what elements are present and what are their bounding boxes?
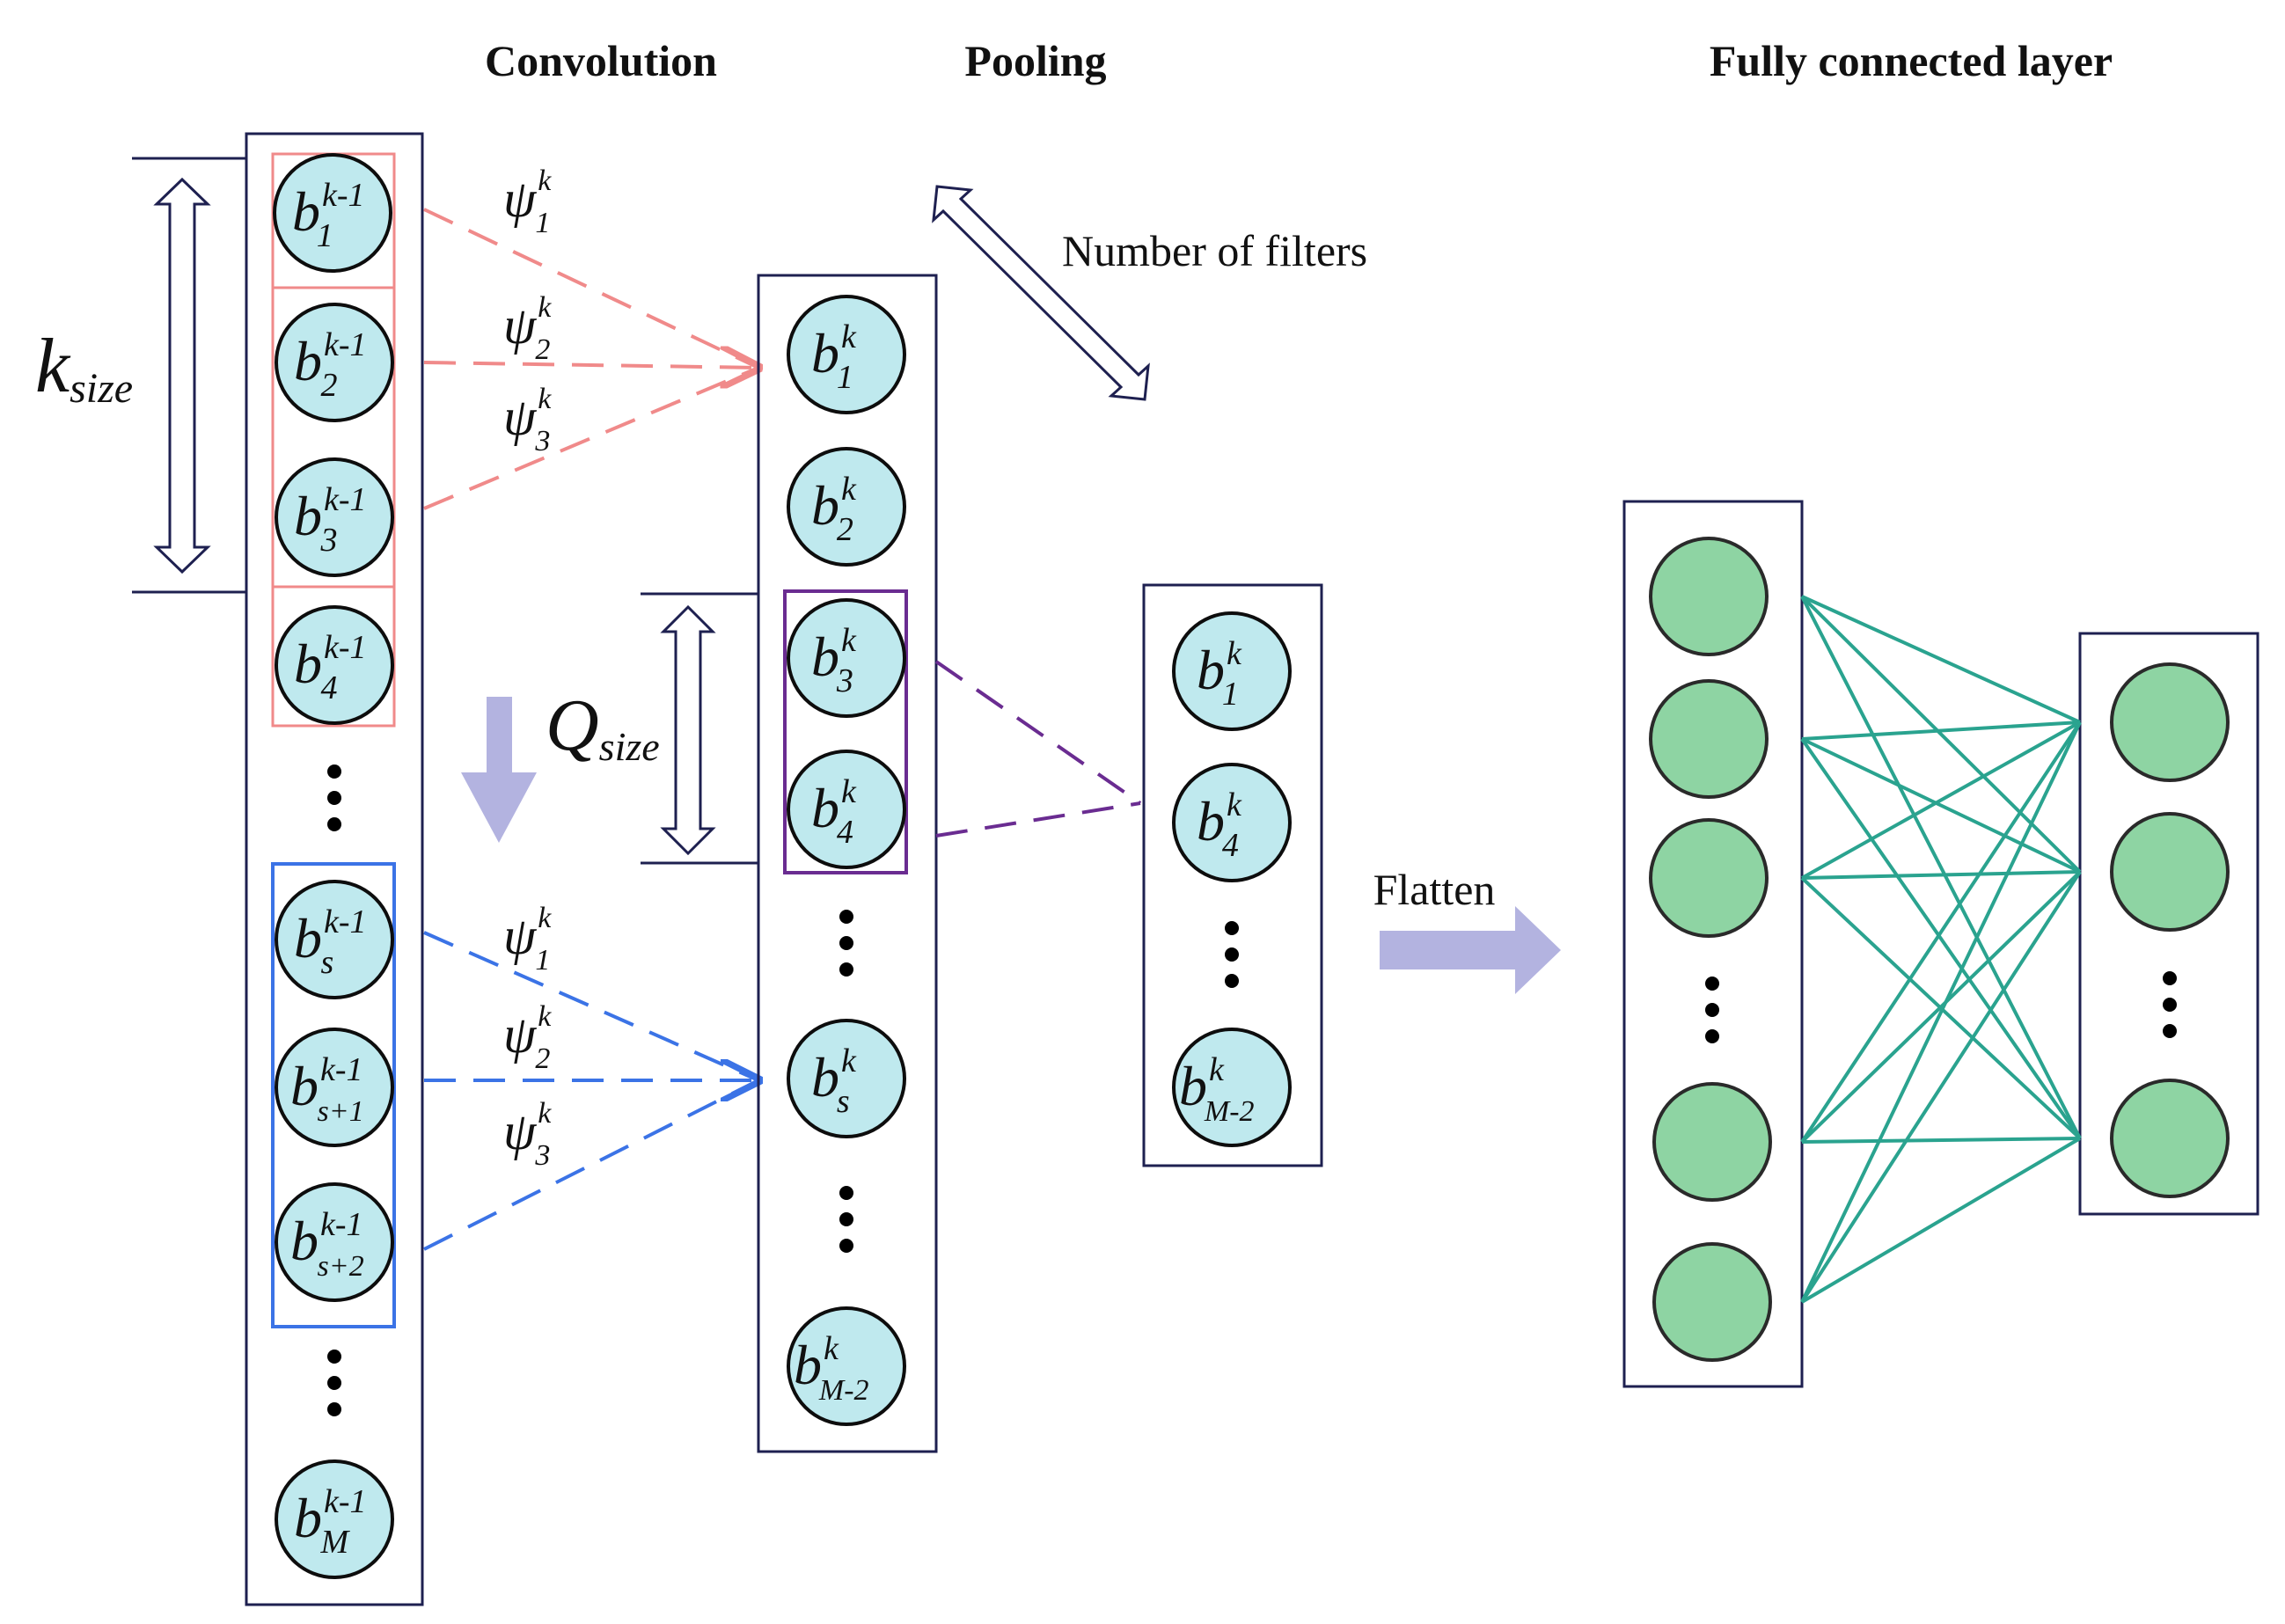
qsize-label: Qsize	[546, 684, 660, 769]
header-fully-connected: Fully connected layer	[1710, 36, 2113, 85]
svg-text:bk2: bk2	[811, 471, 857, 548]
qsize-double-arrow	[660, 604, 716, 856]
svg-text:bk-13: bk-13	[294, 481, 367, 559]
fc-edge-1-3	[1800, 596, 2082, 1139]
fc-output-node-2	[2110, 812, 2230, 932]
fc-edge-3-1	[1801, 721, 2081, 880]
svg-text:bk1: bk1	[1197, 635, 1242, 713]
stride-down-arrow	[461, 697, 537, 843]
fc-edge-5-3	[1800, 1137, 2082, 1304]
number-of-filters-arrow	[932, 185, 1150, 401]
svg-text:bk4: bk4	[1197, 786, 1242, 864]
pooling-window	[783, 589, 908, 874]
fc-edges	[1800, 595, 2082, 1304]
kernel-window-3	[271, 585, 396, 728]
kernel-window-bottom	[271, 862, 396, 1328]
fc-edge-5-1	[1800, 721, 2082, 1303]
feature-ellipsis-2	[839, 1186, 853, 1253]
flatten-arrow	[1380, 906, 1561, 994]
fc-edge-4-2	[1800, 870, 2082, 1144]
svg-text:bkM-2: bkM-2	[794, 1330, 869, 1407]
conv-ellipsis-2	[327, 1350, 341, 1416]
pool-edge-1	[934, 660, 1142, 805]
fc-edge-2-1	[1801, 721, 2081, 741]
fc-output-node-3	[2110, 1079, 2230, 1198]
conv-edge-bottom-3	[423, 1079, 759, 1251]
svg-text:bk4: bk4	[811, 773, 857, 851]
header-convolution: Convolution	[485, 36, 717, 85]
fc-output-panel	[2078, 632, 2259, 1216]
conv-input-panel	[245, 132, 424, 1606]
pool-edge-2	[935, 801, 1141, 838]
fc-input-node-5	[1652, 1242, 1772, 1362]
svg-text:bk-12: bk-12	[294, 326, 367, 404]
number-of-filters-label: Number of filters	[1062, 226, 1367, 275]
fc-input-node-4	[1652, 1082, 1772, 1202]
conv-edge-top-2	[423, 362, 758, 368]
pooled-panel	[1142, 583, 1323, 1167]
svg-text:bks: bks	[811, 1042, 857, 1120]
svg-text:bkM-2: bkM-2	[1179, 1051, 1255, 1128]
fc-edge-3-2	[1801, 870, 2081, 880]
ksize-double-arrow	[153, 177, 211, 574]
feature-ellipsis-1	[839, 910, 853, 977]
svg-text:bk1: bk1	[811, 318, 857, 396]
header-pooling: Pooling	[964, 36, 1106, 85]
conv-edge-top-3	[423, 366, 759, 510]
conv-edge-top-1	[423, 208, 759, 369]
svg-text:bk-14: bk-14	[294, 629, 367, 706]
pooled-ellipsis	[1225, 921, 1239, 988]
svg-text:bk-1s: bk-1s	[294, 903, 367, 981]
fc-edge-2-2	[1801, 737, 2081, 874]
svg-text:bk3: bk3	[811, 622, 857, 699]
fc-edge-4-1	[1800, 721, 2082, 1144]
svg-text:bk-1s+2: bk-1s+2	[290, 1206, 364, 1283]
fc-input-node-1	[1649, 537, 1769, 656]
fc-input-node-2	[1649, 679, 1769, 799]
fc-input-node-3	[1649, 818, 1769, 938]
conv-edge-bottom-1	[423, 931, 759, 1082]
fc-edge-2-3	[1800, 737, 2082, 1140]
fc-edge-5-2	[1800, 870, 2082, 1304]
fc-output-node-1	[2110, 662, 2230, 782]
svg-text:bk-11: bk-11	[292, 177, 363, 254]
conv-ellipsis-1	[327, 764, 341, 831]
fc-edge-1-1	[1801, 595, 2081, 724]
fc-input-ellipsis	[1705, 977, 1719, 1043]
fc-output-ellipsis	[2163, 971, 2177, 1038]
fc-edge-1-2	[1800, 595, 2082, 874]
fc-edge-4-3	[1801, 1137, 2081, 1144]
ksize-label: ksize	[35, 324, 133, 412]
svg-text:bk-1s+1: bk-1s+1	[290, 1051, 364, 1128]
fc-input-panel	[1622, 500, 1804, 1388]
svg-text:bk-1M: bk-1M	[294, 1483, 367, 1561]
flatten-label: Flatten	[1373, 865, 1496, 914]
